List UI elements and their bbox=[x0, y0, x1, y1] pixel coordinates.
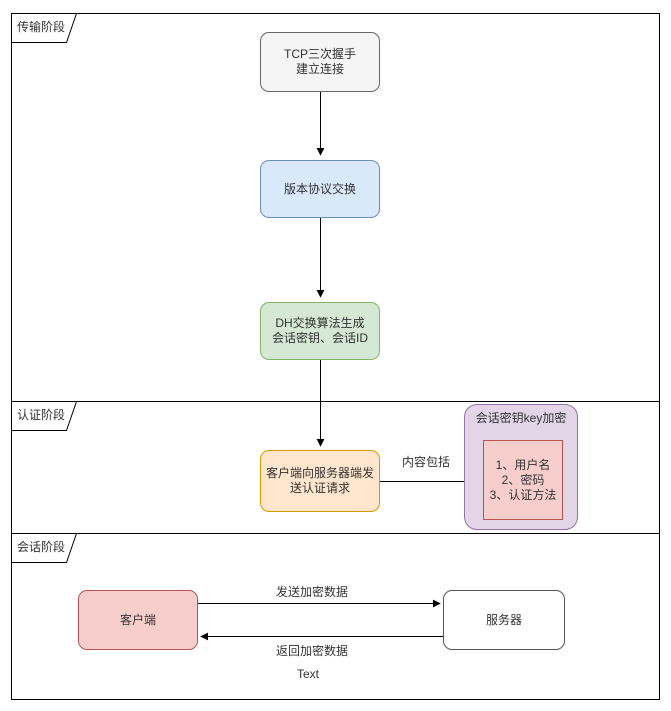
node-auth-request: 客户端向服务器端发 送认证请求 bbox=[260, 450, 380, 512]
floating-text-label: Text bbox=[297, 667, 320, 681]
edge-label-send-encrypted: 发送加密数据 bbox=[272, 585, 352, 600]
lane-tab-session bbox=[11, 533, 78, 563]
lane-tab-authentication bbox=[11, 401, 78, 431]
edge-label-return-encrypted: 返回加密数据 bbox=[272, 644, 352, 659]
lane-label-authentication: 认证阶段 bbox=[16, 408, 65, 422]
node-dh-keygen: DH交换算法生成 会话密钥、会话ID bbox=[260, 302, 380, 360]
edge-label-content-includes: 内容包括 bbox=[398, 455, 454, 470]
node-server: 服务器 bbox=[443, 590, 565, 650]
node-client: 客户端 bbox=[78, 590, 198, 650]
node-auth-content-list: 1、用户名 2、密码 3、认证方法 bbox=[483, 440, 563, 520]
container-key-encrypt-title: 会话密钥key加密 bbox=[475, 411, 567, 425]
lane-label-transport: 传输阶段 bbox=[16, 20, 65, 34]
lane-tab-transport bbox=[11, 13, 78, 43]
swimlane-frame bbox=[11, 13, 660, 700]
node-tcp-handshake: TCP三次握手 建立连接 bbox=[260, 32, 380, 92]
lane-label-session: 会话阶段 bbox=[16, 540, 65, 554]
node-version-exchange: 版本协议交换 bbox=[260, 160, 380, 218]
